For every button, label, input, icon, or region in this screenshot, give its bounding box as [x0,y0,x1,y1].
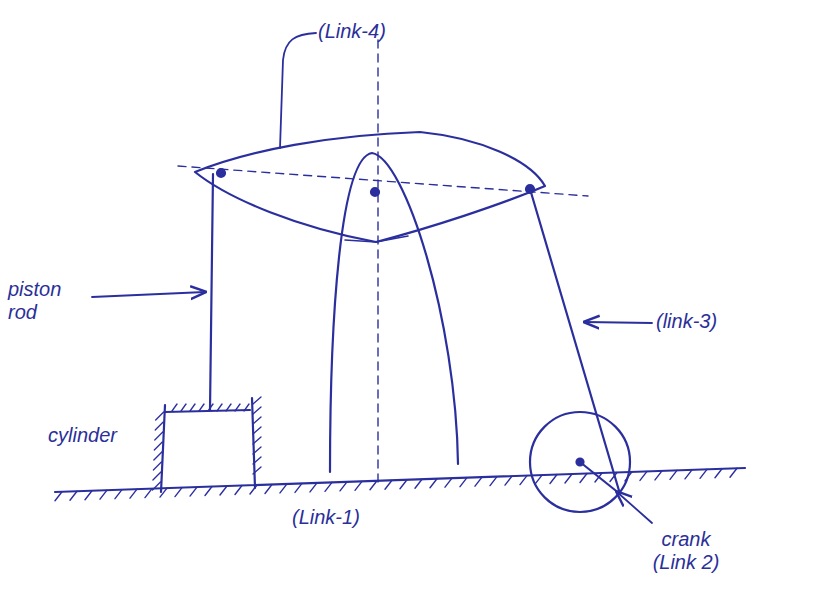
hatch-stroke [730,468,737,477]
part-label: crank (Link 2) [640,528,732,574]
hatch-stroke [340,482,347,491]
hatch-stroke [253,417,261,424]
hatch-stroke [155,422,163,430]
hatch-stroke [154,452,162,460]
piston-rod [210,174,213,410]
hatch-stroke [520,476,527,485]
hatch-stroke [235,485,242,494]
beam-axis [178,166,588,196]
hatch-stroke [190,404,195,411]
hatch-stroke [253,397,261,404]
hatch-stroke [640,471,647,480]
hatch-stroke [655,471,662,480]
hatch-stroke [253,457,261,464]
hatch-stroke [220,486,227,495]
cylinder-hatching [152,397,261,490]
cylinder-wall [161,405,165,492]
leader-line [92,292,205,297]
ground-hatching [55,468,737,500]
part-label: (Link-4) [318,20,448,43]
hatch-stroke [154,442,162,450]
hatch-stroke [130,489,137,498]
part-label: (link-3) [656,310,796,333]
hatch-stroke [475,477,482,486]
hatch-stroke [153,462,161,470]
part-label: cylinder [48,424,148,447]
hatch-stroke [253,407,261,414]
hatch-stroke [253,447,261,454]
hatch-stroke [190,487,197,496]
hatch-stroke [153,472,161,480]
hatch-stroke [460,478,467,487]
hatch-stroke [430,479,437,488]
hatch-stroke [445,478,452,487]
hatch-stroke [685,470,692,479]
hatch-stroke [55,492,62,501]
hatch-stroke [253,427,261,434]
hatch-stroke [700,469,707,478]
hatch-stroke [715,469,722,478]
hatch-stroke [325,482,332,491]
hatch-stroke [155,432,163,440]
hatch-stroke [295,483,302,492]
hatch-stroke [85,491,92,500]
hatch-stroke [70,491,77,500]
pivot-dot [371,188,379,196]
hatch-stroke [100,490,107,499]
hatch-stroke [535,475,542,484]
connecting-rod [530,189,620,494]
pivot-dot [217,169,225,177]
leader-line [585,322,652,323]
hatch-stroke [580,473,587,482]
hatch-stroke [550,475,557,484]
hatch-stroke [505,476,512,485]
hatch-stroke [265,484,272,493]
crank-arm [580,462,620,494]
leader-line [617,492,652,523]
hatch-stroke [355,481,362,490]
hatch-stroke [172,404,177,411]
part-label: (Link-1) [292,506,432,529]
hatch-stroke [152,482,160,490]
hatch-stroke [280,484,287,493]
hatch-stroke [490,477,497,486]
ground-line [55,468,745,492]
hatch-stroke [670,470,677,479]
hatch-stroke [370,481,377,490]
center-line [377,40,378,488]
hatch-stroke [175,488,182,497]
hatch-stroke [181,404,186,411]
frame-link [330,153,458,472]
hatch-stroke [145,489,152,498]
hatch-stroke [156,412,164,420]
hatch-stroke [115,490,122,499]
hatch-stroke [199,404,204,411]
hatch-stroke [205,487,212,496]
crank-circle [530,412,630,512]
hatch-stroke [385,480,392,489]
part-label: piston rod [8,278,80,324]
hatch-stroke [400,480,407,489]
hatch-stroke [415,479,422,488]
hatch-stroke [253,437,261,444]
beam-link [195,132,545,242]
hatch-stroke [565,474,572,483]
hatch-stroke [310,483,317,492]
leader-line [280,33,316,148]
piston [165,410,250,412]
hatch-stroke [253,467,261,474]
